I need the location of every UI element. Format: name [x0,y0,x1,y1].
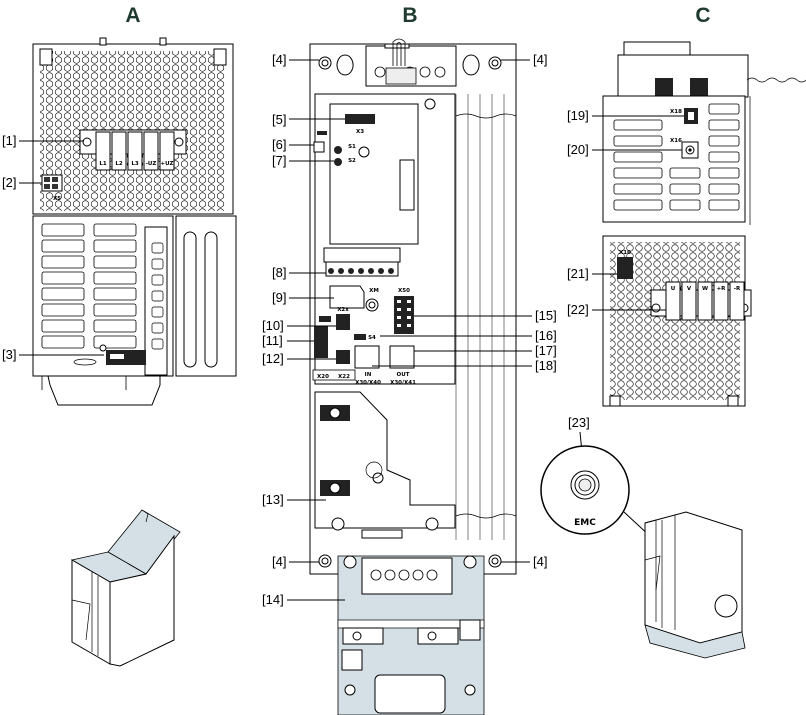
x16-label: X16 [670,138,682,144]
callout-2: [2] [2,175,16,190]
view-b-front-device: X3 S1 S2 XM X50 X2x S4 [309,38,517,575]
mains-terminal-x1: L1 L2 L3 -UZ +UZ [79,129,187,171]
x50-label: X50 [398,288,410,294]
x5-label: X5 [53,196,61,202]
callout-17: [17] [535,343,557,358]
x10-label: X10 [619,250,631,256]
terminal-minus-uz: -UZ [146,161,157,167]
callout-1: [1] [2,133,16,148]
callout-13: [13] [262,492,284,507]
callout-6: [6] [272,137,286,152]
terminal-w: W [702,286,708,292]
view-title-c: C [695,4,710,27]
callout-23: [23] [568,415,590,430]
terminal-plus-uz: +UZ [160,161,173,167]
callout-14: [14] [262,592,284,607]
callout-18: [18] [535,358,557,373]
x20-label: X20 [317,374,329,380]
terminal-l2: L2 [115,161,123,167]
view-title-b: B [402,4,417,27]
callout-8: [8] [272,265,286,280]
emc-detail: EMC [540,445,726,607]
s1-label: S1 [348,144,356,150]
terminal-u: U [671,286,675,292]
xm-label: XM [369,288,379,294]
view-c-bottom-device: X18 X16 X10 U V W [602,41,806,407]
view-title-a: A [125,4,140,27]
emc-label: EMC [574,518,596,528]
out-label: OUT [397,372,410,378]
callouts-view-a: [1] [2] [3] [2,133,104,362]
rotary-switches-s1-s2: S1 S2 [334,144,370,166]
x22-label: X22 [338,374,350,380]
isometric-device-a [70,509,181,667]
callout-11: [11] [262,333,283,348]
terminal-l3: L3 [131,161,139,167]
in-sub-label: X30/X40 [355,380,381,386]
connector-x3: X3 [345,114,375,135]
connector-x5: X5 [41,174,63,202]
callout-22: [22] [567,302,589,317]
callout-4-bottom-left: [4] [272,554,286,569]
connector-x8 [323,247,401,277]
connector-x18: X18 [670,108,698,124]
connector-x10: X10 [617,250,633,279]
callout-16: [16] [535,328,557,343]
callout-21: [21] [567,266,589,281]
callout-9: [9] [272,290,286,305]
terminal-v: V [687,286,692,292]
shield-plate [337,555,485,715]
callouts-view-c: [19] [20] [21] [22] [23] [567,108,684,473]
x2x-label: X2x [337,307,349,313]
isometric-device-c [644,511,746,659]
x3-label: X3 [356,129,364,135]
callout-20: [20] [567,142,589,157]
x18-label: X18 [670,109,682,115]
callout-12: [12] [262,351,284,366]
s4-label: S4 [368,335,376,341]
callout-7: [7] [272,153,286,168]
s2-label: S2 [348,158,356,164]
callouts-view-b: [4] [4] [5] [6] [7] [8] [9] [10] [11] [1… [262,52,557,607]
connector-x3-small [73,344,146,366]
view-a-top-device: L1 L2 L3 -UZ +UZ X5 [32,37,237,406]
callout-15: [15] [535,308,557,323]
callout-4-top-left: [4] [272,52,286,67]
terminal-minus-r: -R [734,286,741,292]
callout-19: [19] [567,108,589,123]
terminal-plus-r: +R [717,286,727,292]
callout-4-bottom-right: [4] [533,554,547,569]
terminal-l1: L1 [99,161,107,167]
out-sub-label: X30/X41 [390,380,416,386]
callout-10: [10] [262,318,284,333]
in-label: IN [365,372,372,378]
callout-4-top-right: [4] [533,52,547,67]
callout-3: [3] [2,347,16,362]
callout-5: [5] [272,112,286,127]
motor-terminal: U V W +R -R [650,281,752,321]
